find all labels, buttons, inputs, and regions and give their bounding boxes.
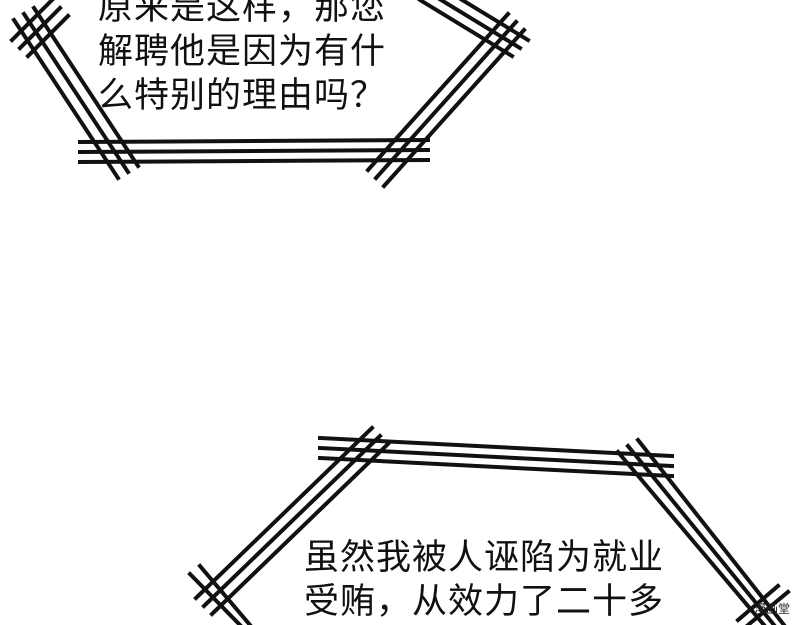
bottom-bubble-frame — [187, 425, 791, 625]
top-bubble-line-3: 么特别的理由吗？ — [98, 76, 387, 116]
top-bubble-line-2: 解聘他是因为有什 — [98, 32, 387, 72]
watermark-text: 漫画堂 — [753, 602, 790, 616]
bottom-bubble-line-1: 虽然我被人诬陷为就业 — [304, 538, 665, 578]
top-bubble-line-1: 原来是这样，那您 — [98, 0, 387, 28]
bottom-bubble-line-2: 受贿，从效力了二十多 — [304, 582, 665, 622]
top-bubble-frame — [9, 0, 531, 189]
top-bubble-text: 原来是这样，那您 解聘他是因为有什 么特别的理由吗？ — [98, 0, 386, 118]
bottom-bubble-text: 虽然我被人诬陷为就业 受贿，从效力了二十多 — [304, 536, 664, 624]
